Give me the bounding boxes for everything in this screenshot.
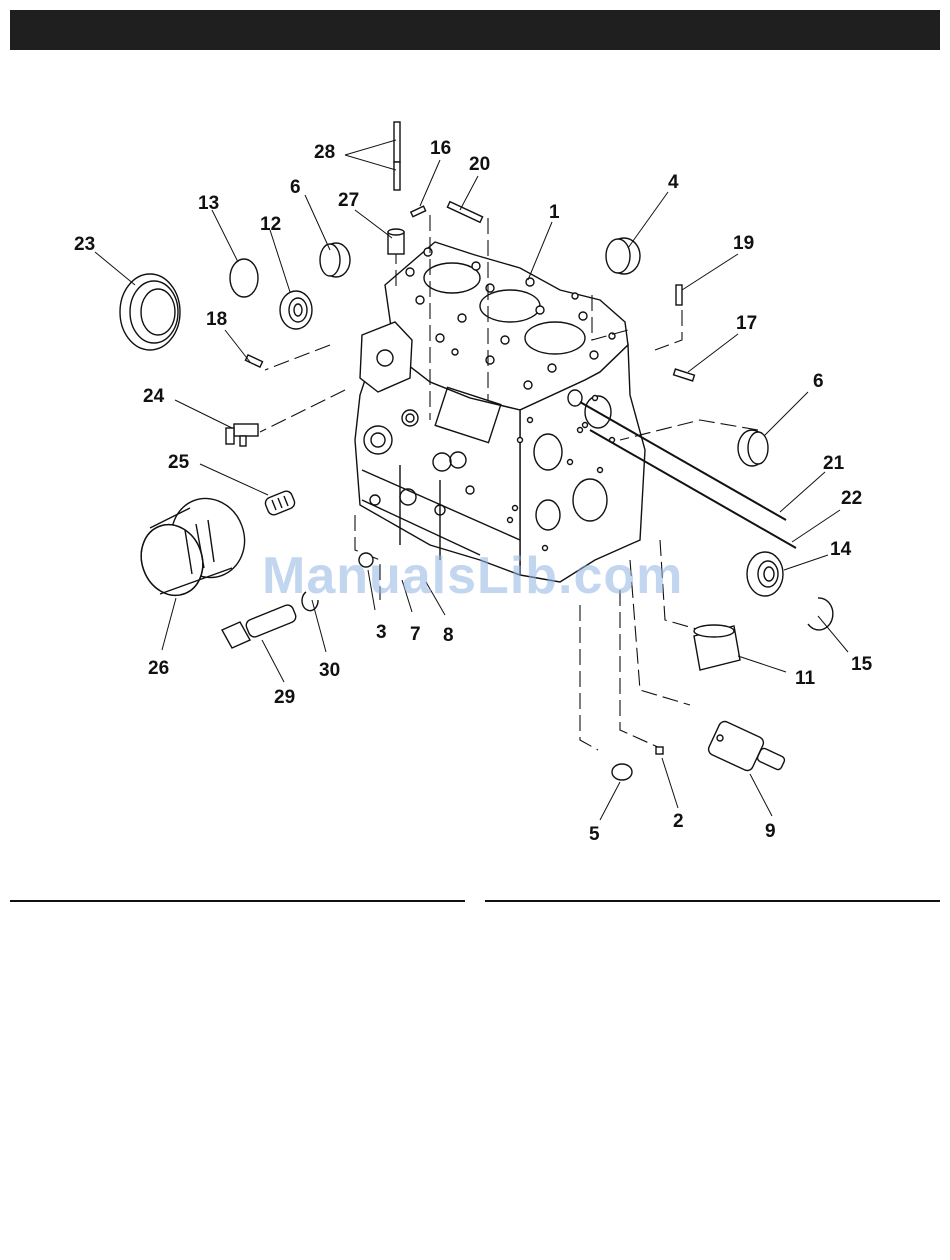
callout-23: 23 [74, 234, 95, 255]
callout-21: 21 [823, 453, 845, 474]
callout-6-right: 6 [813, 371, 824, 392]
part-23 [120, 274, 180, 350]
part-11 [694, 625, 740, 670]
part-12 [280, 291, 312, 329]
callout-9: 9 [765, 821, 776, 842]
part-2 [656, 747, 663, 754]
callout-8: 8 [443, 625, 454, 646]
part-6b [738, 430, 768, 466]
part-15 [808, 598, 833, 630]
callout-27: 27 [338, 190, 359, 211]
part-13 [230, 259, 258, 297]
exploded-parts-diagram: 28 16 20 27 6 1 4 19 17 13 12 23 18 24 2… [0, 0, 950, 900]
left-section-rule [10, 900, 465, 902]
callout-25: 25 [168, 452, 190, 473]
callout-12: 12 [260, 214, 281, 235]
part-28 [394, 122, 400, 190]
callout-24: 24 [143, 386, 165, 407]
callout-26: 26 [148, 658, 169, 679]
callout-29: 29 [274, 687, 295, 708]
part-6a [320, 243, 350, 277]
callout-1: 1 [549, 202, 560, 223]
callout-14: 14 [830, 539, 852, 560]
callout-20: 20 [469, 154, 490, 175]
part-29 [222, 603, 298, 648]
callout-3: 3 [376, 622, 387, 643]
callout-30: 30 [319, 660, 340, 681]
part-4 [606, 238, 640, 274]
right-section-rule [485, 900, 940, 902]
callout-28: 28 [314, 142, 335, 163]
callout-19: 19 [733, 233, 754, 254]
watermark: ManualsLib.com [262, 546, 683, 606]
part-27 [388, 229, 404, 254]
callout-17: 17 [736, 313, 757, 334]
part-25 [264, 489, 297, 516]
callout-4: 4 [668, 172, 679, 193]
cylinder-block [355, 242, 645, 582]
callout-11: 11 [795, 668, 816, 689]
callout-7: 7 [410, 624, 421, 645]
part-14 [747, 552, 783, 596]
callout-15: 15 [851, 654, 873, 675]
callout-22: 22 [841, 488, 862, 509]
callout-5: 5 [589, 824, 600, 845]
part-9 [707, 720, 786, 773]
callout-2: 2 [673, 811, 684, 832]
callout-16: 16 [430, 138, 451, 159]
callout-13: 13 [198, 193, 219, 214]
callout-6-upper: 6 [290, 177, 301, 198]
callout-18: 18 [206, 309, 227, 330]
part-26 [131, 488, 255, 604]
part-5 [612, 764, 632, 780]
